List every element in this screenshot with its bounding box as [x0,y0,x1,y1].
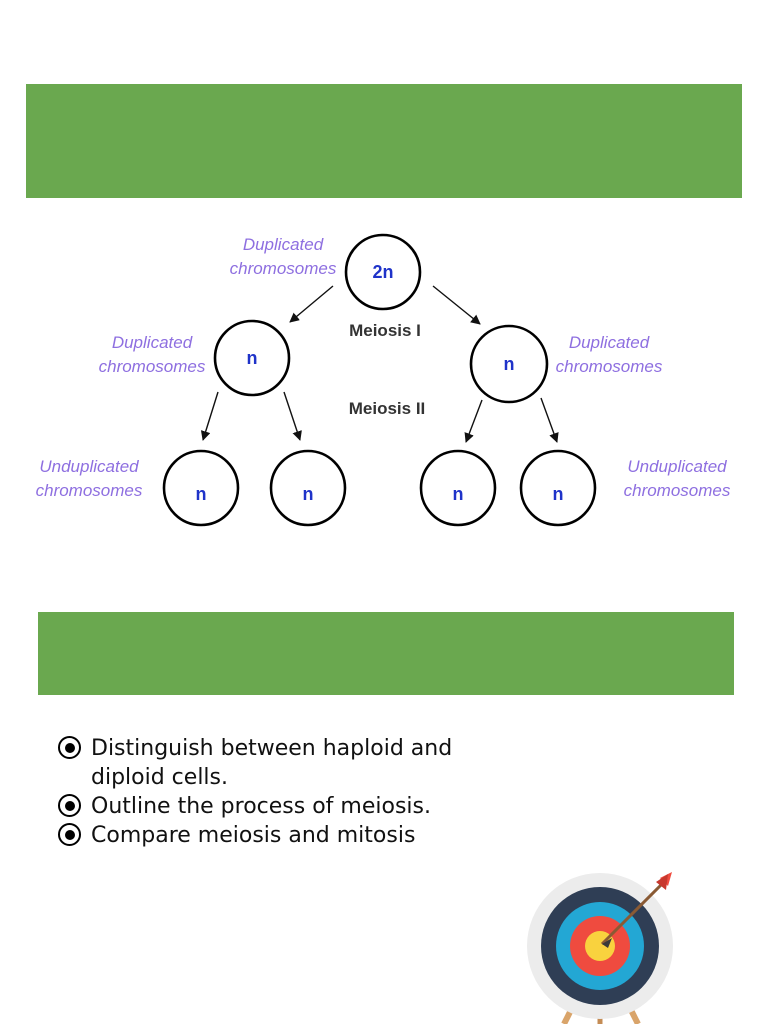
side-label-leaf-left-line1: Unduplicated [39,457,139,476]
side-label-right-line1: Duplicated [569,333,650,352]
objective-item: Compare meiosis and mitosis [56,821,516,850]
cell-n-right: n [469,324,549,404]
cell-label: n [504,354,515,374]
cell-label: 2n [372,262,393,282]
arrow-right-to-leaf-3 [464,399,483,443]
meiosis-diagram: 2n n n n n n n Meiosis I Meiosis II Dupl… [36,233,731,527]
radio-bullet-icon [58,736,81,759]
arrow-root-to-left [289,285,334,323]
side-label-root-line2: chromosomes [230,259,337,278]
cell-label: n [453,484,464,504]
objective-text: Distinguish between haploid and diploid … [91,736,453,790]
arrow-left-to-leaf-2 [283,391,302,441]
objective-text: Outline the process of meiosis. [91,794,431,819]
radio-bullet-icon [58,823,81,846]
side-label-left-line1: Duplicated [112,333,193,352]
cell-label: n [196,484,207,504]
side-label-left-line2: chromosomes [99,357,206,376]
objectives-list: Distinguish between haploid and diploid … [56,734,516,850]
objective-item: Outline the process of meiosis. [56,792,516,821]
radio-bullet-icon [58,794,81,817]
side-label-leaf-right-line2: chromosomes [624,481,731,500]
arrow-right-to-leaf-4 [540,397,559,443]
cell-label: n [553,484,564,504]
archery-target-icon [527,872,673,1024]
objective-item: Distinguish between haploid and diploid … [56,734,516,792]
cell-label: n [247,348,258,368]
side-label-root-line1: Duplicated [243,235,324,254]
arrow-left-to-leaf-1 [200,391,219,441]
stage-label-meiosis-1: Meiosis I [349,321,421,340]
cell-label: n [303,484,314,504]
objective-text: Compare meiosis and mitosis [91,823,416,848]
side-label-leaf-right-line1: Unduplicated [627,457,727,476]
cell-n-leaf-1: n [162,449,240,527]
stage-label-meiosis-2: Meiosis II [349,399,426,418]
cell-n-leaf-2: n [269,449,347,527]
cell-2n-root: 2n [344,233,422,311]
side-label-leaf-left-line2: chromosomes [36,481,143,500]
cell-n-leaf-3: n [419,449,497,527]
cell-n-leaf-4: n [519,449,597,527]
side-label-right-line2: chromosomes [556,357,663,376]
objectives-banner [38,612,734,695]
cell-n-left: n [213,319,291,397]
header-banner [26,84,742,198]
arrow-root-to-right [432,285,481,325]
